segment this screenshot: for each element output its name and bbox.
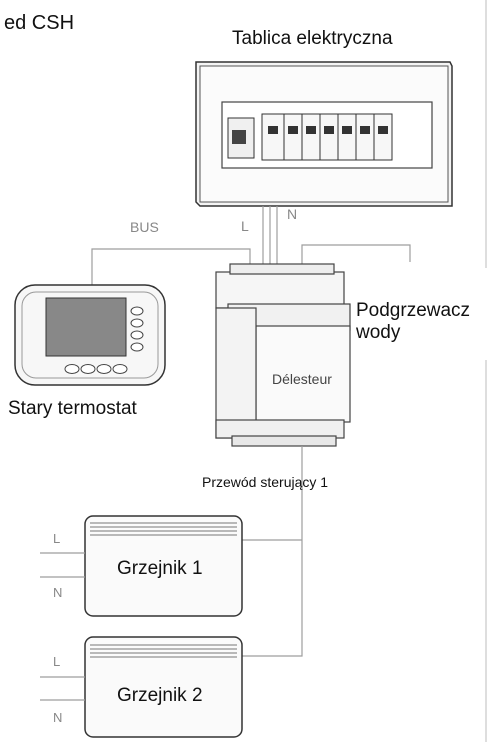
- water-heater-label-line1: Podgrzewacz: [356, 300, 471, 321]
- bus-wire: [91, 244, 411, 285]
- radiator-2-label: Grzejnik 2: [117, 685, 203, 706]
- radiator-1-label: Grzejnik 1: [117, 558, 203, 579]
- panel-wires: [262, 206, 278, 272]
- delesteur-label: Délesteur: [272, 371, 332, 387]
- wire-L-label: L: [241, 218, 249, 234]
- radiator-1: [40, 515, 243, 617]
- radiator-2-L: L: [53, 654, 60, 669]
- wire-N-label: N: [287, 206, 297, 222]
- radiator-2-N: N: [53, 710, 62, 725]
- thermostat-label: Stary termostat: [8, 398, 137, 419]
- delesteur-unit: [215, 263, 351, 447]
- radiator-1-L: L: [53, 531, 60, 546]
- control-wire: [242, 446, 303, 657]
- control-wire-label: Przewód sterujący 1: [202, 474, 329, 490]
- radiator-1-N: N: [53, 585, 62, 600]
- title-fragment: ed CSH: [4, 12, 75, 34]
- radiator-2: [40, 636, 243, 738]
- panel-label: Tablica elektryczna: [232, 28, 393, 49]
- thermostat-device: [14, 284, 166, 386]
- water-heater-label: Podgrzewacz wody: [356, 300, 496, 344]
- breaker-row: [261, 113, 393, 161]
- bus-label: BUS: [130, 219, 159, 235]
- water-heater-label-line2: wody: [356, 322, 401, 343]
- electrical-panel: [195, 61, 453, 207]
